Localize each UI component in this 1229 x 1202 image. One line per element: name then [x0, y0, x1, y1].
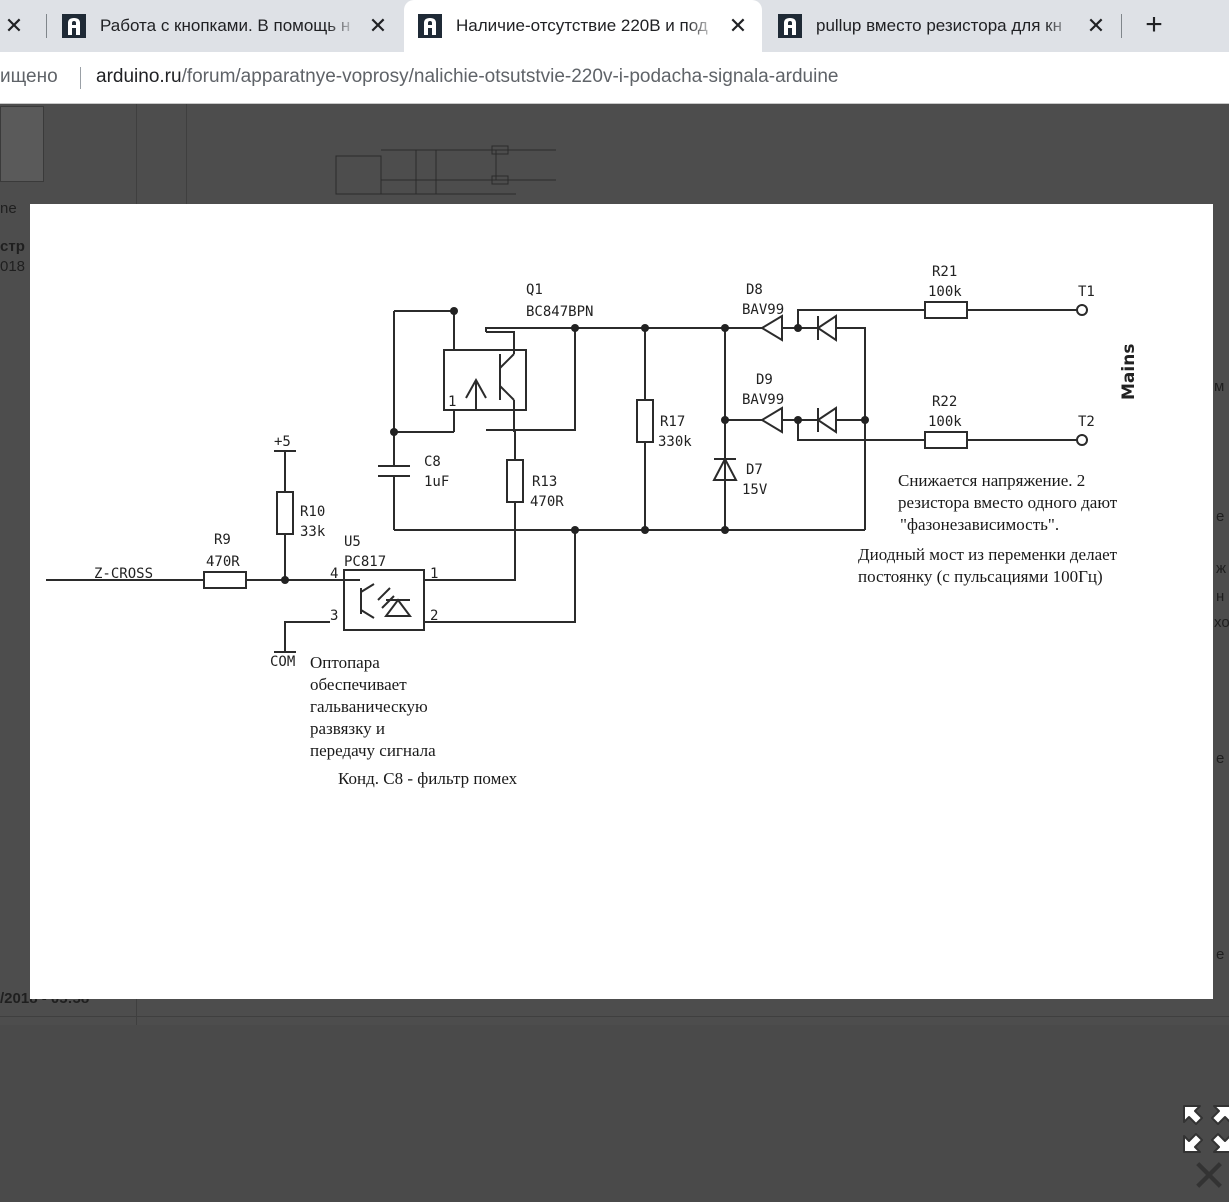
- arduino-forum-favicon-icon: [418, 14, 442, 38]
- bg-text-fragment: стр: [0, 238, 25, 255]
- tab-pullup-vmesto-rezistora[interactable]: pullup вместо резистора для кн ✕: [764, 0, 1120, 52]
- label-zcross: Z-CROSS: [94, 566, 153, 582]
- label-t2: T2: [1078, 414, 1095, 430]
- tab-close-icon[interactable]: ✕: [1086, 13, 1106, 38]
- label-d8-part: BAV99: [742, 302, 784, 318]
- label-d7-value: 15V: [742, 482, 768, 498]
- expand-fullscreen-icon[interactable]: [1180, 1102, 1229, 1156]
- bg-divider: [186, 104, 187, 204]
- label-c8: C8: [424, 454, 441, 470]
- label-r9-value: 470R: [206, 554, 240, 570]
- label-r22: R22: [932, 394, 957, 410]
- label-u5: U5: [344, 534, 361, 550]
- label-r10: R10: [300, 504, 325, 520]
- bg-text-fragment: е: [1216, 750, 1225, 767]
- label-r13-value: 470R: [530, 494, 564, 510]
- label-u5-part: PC817: [344, 554, 386, 570]
- note-capacitor: Конд. С8 - фильтр помех: [338, 769, 518, 788]
- note-bridge-line2: постоянку (с пульсациями 100Гц): [858, 567, 1103, 586]
- label-mains: Mains: [1119, 344, 1139, 400]
- arduino-forum-favicon-icon: [778, 14, 802, 38]
- note-bridge-line1: Диодный мост из переменки делает: [858, 545, 1118, 564]
- address-separator: [80, 67, 81, 89]
- label-q1-part: BC847BPN: [526, 304, 593, 320]
- note-opto-line1: Оптопара: [310, 653, 380, 672]
- label-plus5: +5: [274, 434, 291, 450]
- note-opto-line4: развязку и: [310, 719, 385, 738]
- close-lightbox-button[interactable]: ✕: [1190, 1151, 1228, 1202]
- arduino-forum-favicon-icon: [62, 14, 86, 38]
- address-bar[interactable]: ищено arduino.ru/forum/apparatnye-vopros…: [0, 52, 1229, 104]
- label-c8-value: 1uF: [424, 474, 449, 490]
- tab-title: pullup вместо резистора для кн: [816, 16, 1062, 35]
- label-r21: R21: [932, 264, 957, 280]
- label-d9-part: BAV99: [742, 392, 784, 408]
- note-opto-line3: гальваническую: [310, 697, 428, 716]
- tab-rabota-s-knopkami[interactable]: Работа с кнопками. В помощь н ✕: [48, 0, 402, 52]
- tab-separator: [1121, 14, 1122, 38]
- label-d7: D7: [746, 462, 763, 478]
- label-r21-value: 100k: [928, 284, 962, 300]
- label-u5-pin2: 2: [430, 608, 438, 624]
- label-u5-pin3: 3: [330, 608, 338, 624]
- bg-text-fragment: ne: [0, 200, 17, 217]
- tab-title: Наличие-отсутствие 220В и под: [456, 16, 708, 35]
- tab-partial[interactable]: ✕: [0, 0, 46, 52]
- label-u5-pin1: 1: [430, 566, 438, 582]
- label-r17-value: 330k: [658, 434, 692, 450]
- tab-nalichie-otsutstvie[interactable]: Наличие-отсутствие 220В и под ✕: [404, 0, 762, 52]
- label-d8: D8: [746, 282, 763, 298]
- label-t1: T1: [1078, 284, 1095, 300]
- label-r17: R17: [660, 414, 685, 430]
- new-tab-button[interactable]: +: [1145, 8, 1163, 41]
- label-q1-pin: 1: [448, 394, 456, 410]
- tab-strip: ✕ Работа с кнопками. В помощь н ✕ Наличи…: [0, 0, 1229, 52]
- bg-text-fragment: м: [1214, 378, 1225, 395]
- bg-text-fragment: 018: [0, 258, 26, 275]
- bg-text-fragment: ж: [1216, 560, 1227, 577]
- bg-divider: [0, 1016, 1229, 1017]
- bg-text-fragment: хо: [1214, 614, 1229, 631]
- tab-close-icon[interactable]: ✕: [368, 13, 388, 38]
- label-u5-pin4: 4: [330, 566, 338, 582]
- label-q1: Q1: [526, 282, 543, 298]
- url-path: /forum/apparatnye-voprosy/nalichie-otsut…: [181, 66, 839, 87]
- note-opto-line2: обеспечивает: [310, 675, 407, 694]
- label-r10-value: 33k: [300, 524, 326, 540]
- tab-separator: [46, 14, 47, 38]
- tab-close-icon[interactable]: ✕: [4, 13, 24, 38]
- bg-text-fragment: н: [1216, 588, 1225, 605]
- note-opto-line5: передачу сигнала: [310, 741, 436, 760]
- note-voltage-line2: резистора вместо одного дают: [898, 493, 1118, 512]
- security-indicator[interactable]: ищено: [0, 66, 58, 87]
- label-r13: R13: [532, 474, 557, 490]
- tab-title: Работа с кнопками. В помощь н: [100, 16, 351, 35]
- url-host: arduino.ru: [96, 66, 182, 87]
- circuit-schematic: Q1 BC847BPN 1 D8 BAV99 D9 BAV99 R21 100k…: [46, 264, 1139, 670]
- label-d9: D9: [756, 372, 773, 388]
- label-r22-value: 100k: [928, 414, 962, 430]
- tab-close-icon[interactable]: ✕: [728, 13, 748, 38]
- bg-text-fragment: е: [1216, 946, 1225, 963]
- bg-schematic-thumbnail: [335, 145, 556, 195]
- image-lightbox: Q1 BC847BPN 1 D8 BAV99 D9 BAV99 R21 100k…: [30, 204, 1229, 1199]
- url-text[interactable]: arduino.ru/forum/apparatnye-voprosy/nali…: [96, 66, 838, 88]
- bg-attachment-thumbnail: [0, 106, 44, 182]
- label-r9: R9: [214, 532, 231, 548]
- bg-text-fragment: е: [1216, 508, 1225, 525]
- note-voltage-line1: Снижается напряжение. 2: [898, 471, 1086, 490]
- label-com: COM: [270, 654, 295, 670]
- note-voltage-line3: "фазонезависимость".: [900, 515, 1060, 534]
